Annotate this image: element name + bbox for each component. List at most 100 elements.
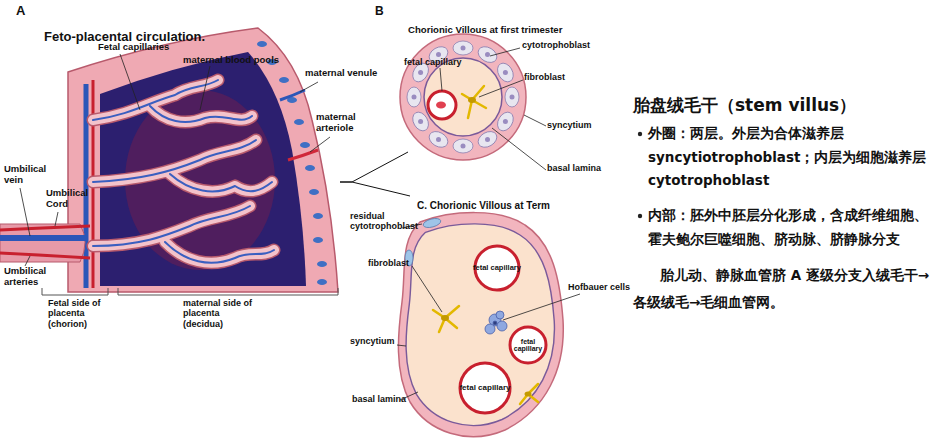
leader-line [20, 54, 330, 266]
basal-lamina [424, 58, 502, 136]
capillary-circle: fetal capillary [473, 244, 521, 292]
cell-nucleus [436, 52, 441, 57]
leader-line [412, 266, 442, 312]
villus-first-trimester [400, 34, 546, 170]
hofbauer-cell [485, 324, 495, 334]
leader-line [479, 80, 523, 97]
placenta-illustration [0, 28, 338, 295]
cell-nucleus [503, 70, 508, 75]
part-label: cytotrophoblast [522, 40, 590, 50]
leader-line [300, 82, 318, 92]
umbilical-cord [0, 226, 90, 230]
bracket [42, 288, 108, 295]
capillary-wall [428, 91, 456, 119]
part-label: basal lamina [547, 163, 601, 173]
decidual-cell [313, 237, 323, 243]
bracket [42, 288, 338, 295]
cytotrophoblast-cell [453, 139, 473, 153]
panel-title: B [375, 5, 384, 19]
bullet-text: 外圈：两层。外层为合体滋养层 syncytiotrophoblast；内层为细胞… [648, 122, 933, 193]
fibroblast-nucleus [441, 315, 449, 321]
cell-nucleus [485, 52, 490, 57]
cell-nucleus [436, 137, 441, 142]
part-label: Umbilical arteries [4, 266, 54, 288]
leader-line [200, 66, 210, 110]
leader-line [440, 68, 442, 91]
part-label: maternal blood pools [183, 55, 279, 66]
fibroblast-cell [462, 86, 486, 118]
part-label: maternal arteriole [316, 112, 368, 134]
decidual-cell [317, 261, 327, 267]
fibroblast-nucleus [468, 97, 476, 103]
zoom-connector [340, 182, 410, 196]
part-label: syncytium [547, 120, 592, 130]
leader-line [524, 115, 546, 126]
bullet-dot [638, 132, 642, 136]
red-blood-cell [436, 102, 446, 109]
maternal-arteriole [288, 150, 318, 160]
fibroblast-nucleus [525, 392, 532, 397]
fibroblast-cell [462, 86, 486, 118]
hofbauer-cell [493, 321, 497, 325]
decidual-cell [279, 77, 289, 83]
fibroblast-cell [520, 384, 538, 404]
part-label: maternal venule [305, 68, 377, 79]
region-label: maternal side of placenta (decidua) [183, 298, 253, 329]
cell-nucleus [510, 95, 515, 100]
cell-nucleus [418, 70, 423, 75]
leader-line [490, 48, 520, 56]
bullet-text: 内部：胚外中胚层分化形成，含成纤维细胞、霍夫鲍尔巨噬细胞、脐动脉、脐静脉分支 [648, 204, 930, 251]
leader-line [25, 256, 30, 266]
hofbauer-cell [496, 311, 504, 319]
part-label: fibroblast [368, 258, 409, 268]
basal-lamina [406, 224, 554, 426]
decidual-cell [300, 142, 310, 148]
leader-line [20, 188, 30, 236]
part-label: fibroblast [524, 72, 565, 82]
syncytium-layer [400, 34, 526, 160]
umbilical-cord [0, 253, 90, 258]
villous-tree [93, 80, 274, 263]
panel-title: C. Chorionic Villous at Term [417, 200, 550, 212]
part-label: Umbilical Cord [46, 188, 94, 210]
hofbauer-cell [497, 321, 507, 331]
capillary-circle: fetal capillary [508, 325, 548, 365]
decidual-cell [317, 279, 327, 285]
cell-nucleus [503, 119, 508, 124]
cell-nucleus [412, 95, 417, 100]
panel-region: AFeto-placental circulation. [0, 0, 340, 440]
part-label: fetal capillary [404, 57, 462, 67]
placental-tissue [68, 28, 338, 292]
leader-line [397, 345, 406, 346]
villous-tree [93, 80, 274, 263]
panel-region: C. Chorionic Villous at Term fetal capill… [355, 196, 595, 445]
leader-line [310, 137, 330, 152]
decidual-cell [294, 119, 304, 125]
decidual-cell [313, 213, 323, 219]
cell-nucleus [461, 144, 466, 149]
bullet-dot [638, 214, 642, 218]
part-label: residual cytotrophoblast [350, 211, 425, 232]
zoom-connector [340, 152, 408, 182]
section-heading: 胎盘绒毛干（stem villus） [633, 96, 945, 116]
part-label: syncytium [350, 336, 395, 346]
capillary-circle: fetal capillary [458, 361, 512, 415]
hofbauer-cell [485, 311, 507, 334]
part-label: Hofbauer cells [568, 282, 630, 292]
leader-line [503, 294, 580, 320]
region-label: Fetal side of placenta (chorion) [48, 298, 106, 329]
cell-nucleus [485, 137, 490, 142]
villus-at-term [397, 213, 580, 437]
cell-nucleus [418, 119, 423, 124]
decidual-cell [305, 165, 315, 171]
capillary-label: fetal capillary [508, 325, 548, 365]
umbilical-cord [0, 224, 90, 262]
villous-tree [93, 80, 274, 263]
bracket [118, 288, 338, 295]
cytotrophoblast-cell [505, 87, 519, 107]
umbilical-cord [0, 235, 88, 241]
capillary-label: fetal capillary [473, 244, 521, 292]
